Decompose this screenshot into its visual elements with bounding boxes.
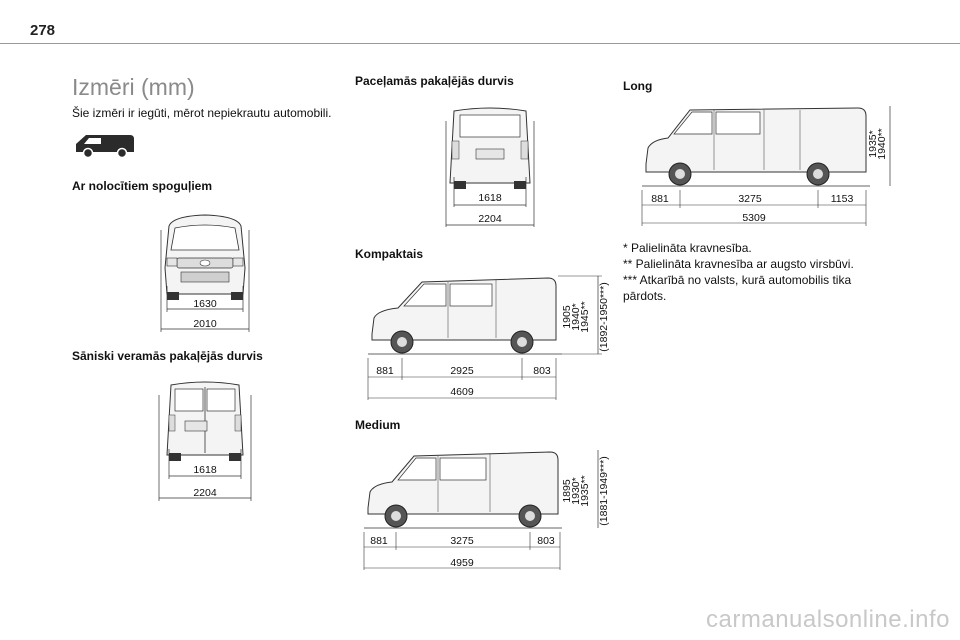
intro-text: Šie izmēri ir iegūti, mērot nepiekrautu … [72,106,332,120]
page-title: Izmēri (mm) [72,74,195,100]
dim-side-doors-outer: 2204 [193,487,217,499]
dim-compact-height-4: (1892-1950***) [598,282,610,351]
heading-compact: Kompaktais [355,247,424,261]
dim-compact-wheelbase: 2925 [450,365,474,377]
dim-tailgate-outer: 2204 [478,213,502,225]
header-divider [0,43,960,44]
front-view-diagram: 1630 2010 [160,214,250,332]
dim-mirrors-outer: 2010 [193,318,217,330]
van-icon [76,135,134,159]
dim-long-height-2: 1940** [876,128,888,160]
dim-compact-height-2: 1940* [570,303,582,330]
dim-long-rear: 1153 [831,193,854,205]
heading-medium: Medium [355,418,401,432]
watermark: carmanualsonline.info [706,606,950,633]
dim-medium-rear: 803 [537,535,555,547]
heading-long: Long [623,79,653,93]
dim-medium-height-4: (1881-1949***) [598,456,610,525]
dim-medium-height-2: 1930* [570,477,582,504]
dim-long-total: 5309 [742,212,766,224]
dim-tailgate-inner: 1618 [478,192,502,204]
footnote-3: *** Atkarībā no valsts, kurā automobilis… [623,273,852,303]
footnote-1: * Palielināta kravnesība. [623,241,752,255]
dim-compact-total: 4609 [450,386,474,398]
side-view-long-diagram: 1935* 1940** 881 3275 1153 5309 [641,106,891,226]
rear-view-side-doors-diagram: 1618 2204 [158,381,252,501]
dim-medium-total: 4959 [450,557,474,569]
dim-compact-height-1: 1905 [561,305,573,329]
side-view-compact-diagram: 1905 1940* 1945** (1892-1950***) 881 292… [367,275,610,400]
dim-long-wheelbase: 3275 [738,193,762,205]
side-view-medium-diagram: 1895 1930* 1935** (1881-1949***) 881 327… [363,450,610,570]
heading-folded-mirrors: Ar nolocītiem spoguļiem [72,179,213,193]
dim-mirrors-inner: 1630 [193,298,217,310]
dim-medium-front: 881 [370,535,388,547]
dim-long-height-1: 1935* [867,130,879,157]
heading-tailgate: Paceļamās pakaļējās durvis [355,74,514,88]
dim-medium-wheelbase: 3275 [450,535,474,547]
heading-side-doors: Sāniski veramās pakaļējās durvis [72,349,263,363]
dim-compact-height-3: 1945** [579,301,591,333]
dim-compact-rear: 803 [533,365,551,377]
rear-view-tailgate-diagram: 1618 2204 [445,107,535,227]
dim-long-front: 881 [651,193,669,205]
page-number: 278 [30,22,56,39]
footnotes: * Palielināta kravnesība. ** Palielināta… [623,240,883,304]
dim-compact-front: 881 [376,365,394,377]
dim-medium-height-3: 1935** [579,475,591,507]
dim-side-doors-inner: 1618 [193,464,217,476]
footnote-2: ** Palielināta kravnesība ar augsto virs… [623,257,854,271]
dim-medium-height-1: 1895 [561,479,573,503]
